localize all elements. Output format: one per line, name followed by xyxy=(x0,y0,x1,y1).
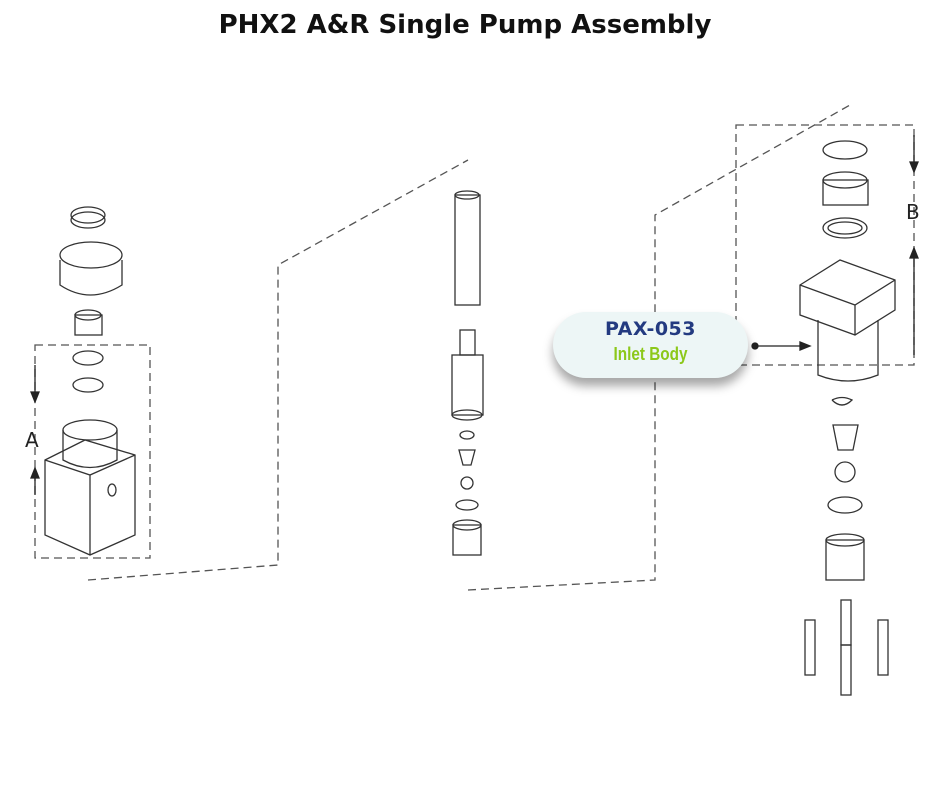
right-assembly xyxy=(799,140,896,696)
left-assembly xyxy=(44,206,136,556)
section-label-a: A xyxy=(25,428,39,452)
section-label-b: B xyxy=(906,200,920,224)
dashed-guides xyxy=(34,104,915,591)
part-callout[interactable]: PAX-053 Inlet Body xyxy=(553,312,748,378)
part-number: PAX-053 xyxy=(604,318,697,340)
middle-assembly xyxy=(451,190,484,556)
direction-arrows xyxy=(30,135,919,495)
page-title: PHX2 A&R Single Pump Assembly xyxy=(218,10,712,40)
part-name: Inlet Body xyxy=(613,344,688,364)
